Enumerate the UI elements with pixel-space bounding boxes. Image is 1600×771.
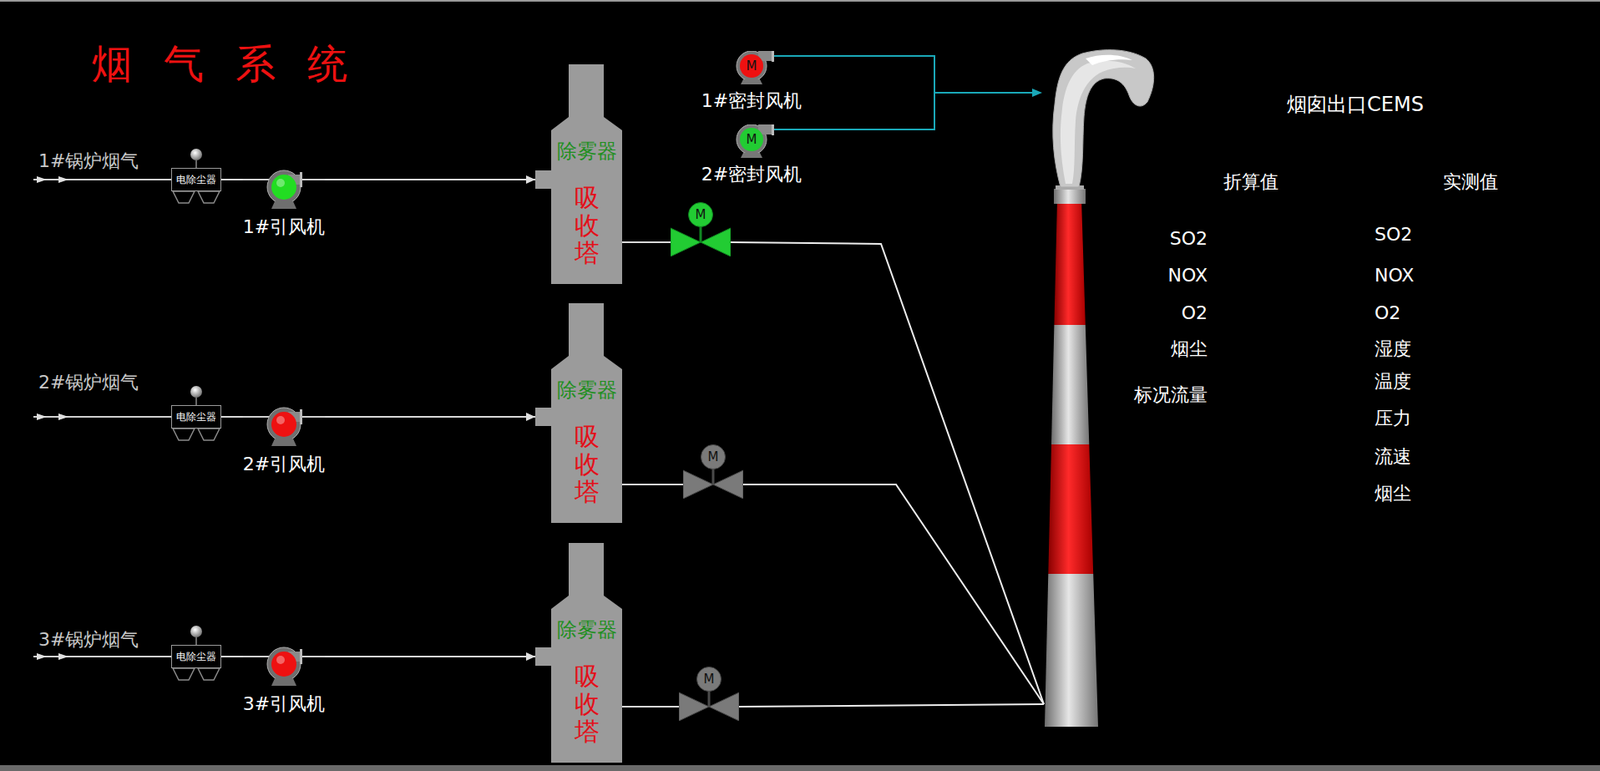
- absorber-tower: 除雾器吸收塔: [535, 303, 623, 523]
- fan-symbol: [263, 406, 305, 447]
- demister-label: 除雾器: [551, 378, 623, 402]
- fan-label: 2#引风机: [243, 453, 325, 476]
- equipment-name: 电除尘器: [175, 168, 218, 191]
- motor-mark: M: [688, 202, 714, 228]
- precipitator-box: 电除尘器: [171, 167, 222, 192]
- measurement-name: 烟尘: [1170, 338, 1208, 360]
- fan-label: 1#引风机: [243, 216, 325, 238]
- pipe-line: [622, 241, 671, 244]
- inlet-label: 3#锅炉烟气: [38, 628, 139, 651]
- status-strip: [0, 764, 1600, 771]
- stack-ducts: [730, 242, 1044, 707]
- motor-mark: M: [701, 50, 802, 82]
- measurement-name: O2: [1374, 302, 1401, 325]
- arrow-head: [526, 175, 536, 184]
- measurement-name: NOX: [1168, 264, 1208, 287]
- pipe-line: [324, 178, 536, 181]
- induced-fan: 2#引风机: [243, 406, 325, 476]
- pipe-connector: [324, 652, 536, 661]
- induced-fan: 3#引风机: [243, 646, 325, 715]
- pipe-connector: [622, 484, 684, 486]
- motor-mark: M: [701, 124, 802, 155]
- measurement-name: NOX: [1374, 264, 1414, 287]
- demister-label: 除雾器: [551, 139, 623, 163]
- equipment-name: 电除尘器: [175, 405, 218, 428]
- pipe-line: [221, 655, 244, 658]
- tower-label: 吸收塔: [574, 183, 600, 267]
- fan-symbol: [263, 169, 305, 210]
- precipitator-details: [172, 148, 220, 680]
- motor-mark: M: [700, 444, 726, 470]
- flow-chevrons: [36, 176, 69, 660]
- precipitator-box: 电除尘器: [171, 405, 222, 429]
- column-heading: 实测值: [1443, 171, 1499, 193]
- tower-label: 吸收塔: [574, 662, 600, 745]
- fan-label: 3#引风机: [243, 693, 325, 715]
- measurement-name: SO2: [1169, 227, 1208, 250]
- pipe-connector: [324, 175, 536, 184]
- equipment-name: 电除尘器: [175, 645, 218, 668]
- pipe-connector: [622, 242, 671, 244]
- fan-label: 2#密封风机: [701, 163, 802, 186]
- diagram-title: 烟气系统: [91, 38, 380, 89]
- arrow-head: [526, 412, 536, 421]
- motor-valve: M: [678, 666, 740, 721]
- induced-fan: 1#引风机: [243, 169, 325, 238]
- fan-symbol: [263, 646, 305, 687]
- measurement-name: 温度: [1374, 370, 1412, 393]
- motor-valve: M: [683, 444, 744, 499]
- pipe-connector: [221, 179, 244, 181]
- absorber-tower: 除雾器吸收塔: [535, 64, 623, 284]
- pipe-connector: [324, 412, 536, 421]
- pipe-line: [324, 415, 536, 418]
- seal-fan: M 2#密封风机: [701, 124, 802, 186]
- measurement-name: 湿度: [1374, 338, 1412, 360]
- panel-heading: 烟囱出口CEMS: [1286, 92, 1424, 117]
- measurement-name: 压力: [1374, 407, 1412, 430]
- precipitator-box: 电除尘器: [171, 644, 222, 669]
- motor-valve: M: [670, 202, 731, 257]
- absorber-tower: 除雾器吸收塔: [535, 542, 623, 763]
- flue-pipes: [33, 179, 536, 657]
- measurement-name: O2: [1181, 302, 1208, 325]
- seal-air-duct: [773, 55, 1043, 130]
- pipe-line: [622, 483, 684, 486]
- pipe-connector: [221, 656, 244, 658]
- pipe-connector: [221, 416, 244, 418]
- pipe-line: [622, 705, 679, 708]
- chimney: [1044, 185, 1099, 727]
- demister-label: 除雾器: [551, 617, 623, 642]
- pipe-line: [221, 415, 244, 418]
- smoke-plume: [1053, 50, 1155, 188]
- motor-mark: M: [696, 666, 722, 692]
- screen-edge: [0, 0, 1600, 2]
- inlet-label: 1#锅炉烟气: [38, 150, 139, 173]
- tower-label: 吸收塔: [574, 422, 600, 506]
- seal-fan: M 1#密封风机: [701, 50, 802, 112]
- pipe-line: [221, 178, 244, 181]
- measurement-name: 标况流量: [1134, 384, 1208, 406]
- pipe-line: [324, 655, 536, 658]
- fan-label: 1#密封风机: [701, 90, 802, 112]
- measurement-name: 烟尘: [1374, 482, 1412, 505]
- measurement-name: SO2: [1374, 223, 1413, 246]
- inlet-label: 2#锅炉烟气: [38, 371, 139, 394]
- arrow-head: [526, 652, 536, 661]
- column-heading: 折算值: [1223, 171, 1279, 193]
- pipe-connector: [622, 706, 679, 708]
- measurement-name: 流速: [1374, 445, 1412, 468]
